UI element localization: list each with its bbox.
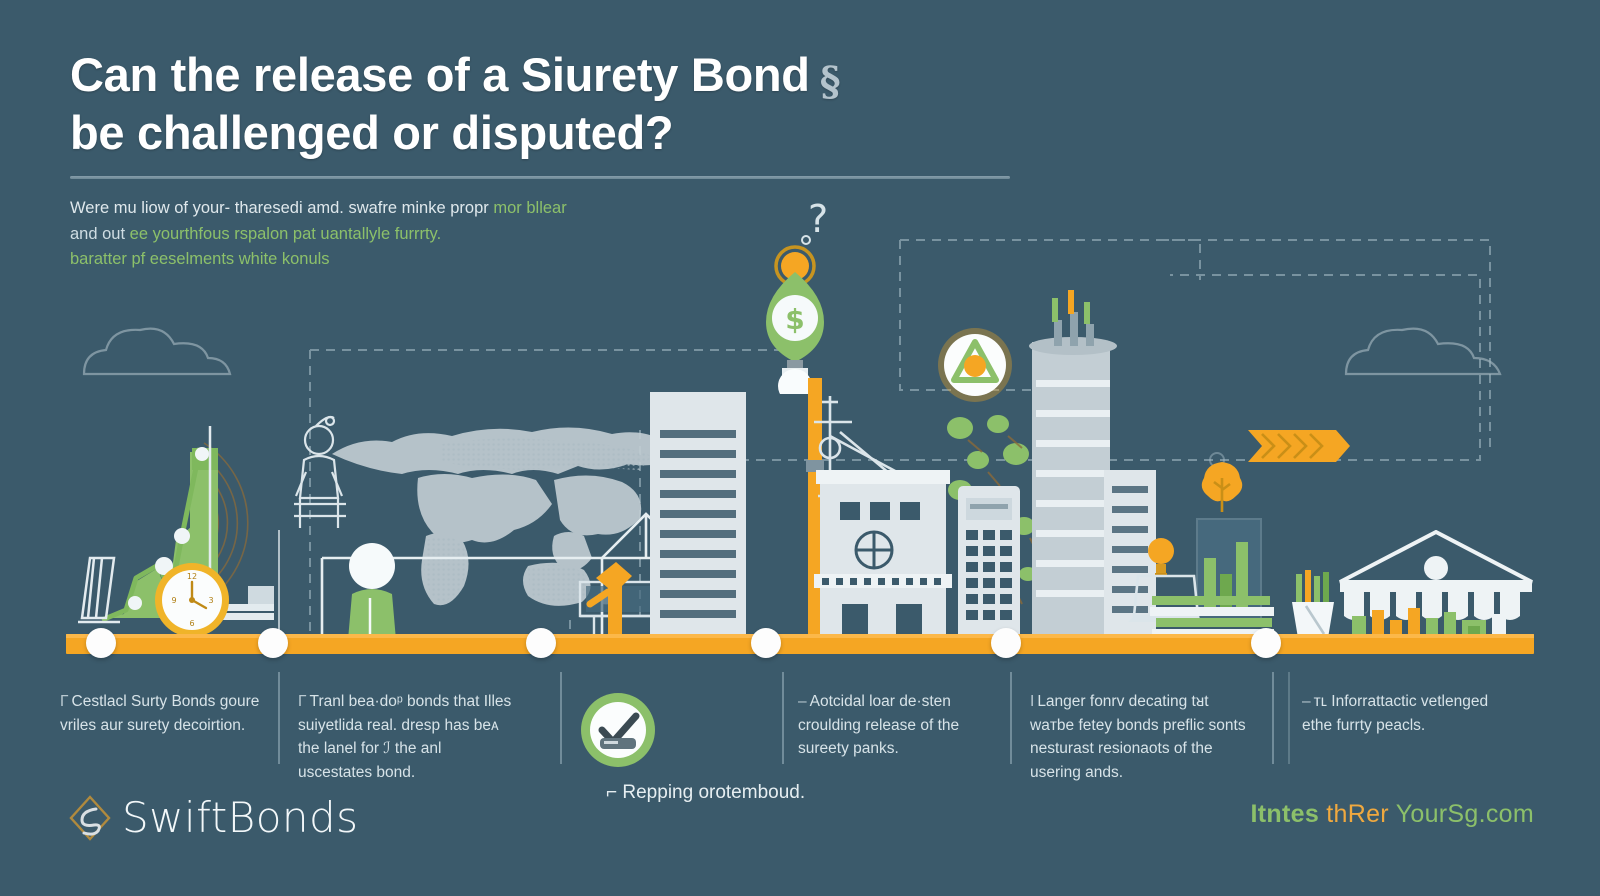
- green-person-icon: [348, 543, 396, 640]
- title-line-1: Can the release of a Siurety Bond: [70, 48, 810, 101]
- question-mark-icon: ?: [801, 197, 828, 245]
- post-band: [806, 460, 824, 472]
- cloud-icon-left: [82, 327, 232, 376]
- center-caption-bullet: ⌐: [606, 782, 618, 803]
- svg-text:?: ?: [808, 197, 828, 241]
- dashed-connector-network: [309, 239, 1491, 650]
- svg-text:6: 6: [189, 619, 194, 628]
- section-symbol-icon: §: [819, 58, 841, 105]
- svg-text:9: 9: [171, 596, 176, 605]
- subtitle-line-2: and out ee yourthfous rspalon pat uantal…: [70, 224, 442, 243]
- timeline-bar-highlight: [66, 634, 1534, 638]
- classical-building-detail: [814, 470, 952, 640]
- caption-2-text: Tranl bea·doᵖ bonds that Illes suiyetlid…: [298, 693, 512, 781]
- svg-text:12: 12: [187, 572, 197, 581]
- svg-text:3: 3: [208, 596, 213, 605]
- caption-3: –Aotcidal loar de·sten croulding release…: [798, 690, 1013, 761]
- caption-1-text: Cestlacl Surty Bonds goure vriles aur su…: [60, 693, 260, 734]
- caption-3-bullet: –: [798, 693, 807, 710]
- caption-separator-2: [560, 672, 562, 764]
- person-outline-icon: [294, 415, 346, 528]
- url-part-a: Itntes: [1250, 800, 1320, 828]
- caption-4-bullet: Ι: [1030, 693, 1035, 710]
- dollar-balloon-icon: $: [766, 245, 824, 394]
- caption-4-text: Langer fonrᴠ decating tᴚt waᴛbe fetey bo…: [1030, 693, 1246, 781]
- chevron-arrow-icon: [1248, 430, 1350, 462]
- pencil-cup-icon: [1292, 570, 1334, 638]
- swift-diamond-icon: [69, 794, 111, 841]
- caption-separator-3: [782, 672, 784, 764]
- header-divider: [70, 176, 1010, 179]
- brand-logo[interactable]: SwiftBonds: [68, 793, 359, 842]
- site-url[interactable]: Itntes thRer YourSg.com: [1251, 800, 1534, 829]
- timeline-node-5[interactable]: [991, 628, 1021, 658]
- caption-1-bullet: Γ: [60, 693, 69, 710]
- caption-5-bullet: –: [1302, 693, 1311, 710]
- caption-separator-5: [1272, 672, 1274, 764]
- svg-text:$: $: [785, 303, 804, 336]
- ladder-vertical-left: [278, 530, 280, 638]
- caption-3-text: Aotcidal loar de·sten croulding release …: [798, 693, 960, 758]
- url-part-c: YourSg.com: [1395, 800, 1534, 828]
- timeline-node-6[interactable]: [1251, 628, 1281, 658]
- timeline-node-4[interactable]: [751, 628, 781, 658]
- caption-5: –ᴛʟ Inforrattactic vetlenged ethe furrty…: [1302, 690, 1510, 737]
- timeline-bar: [66, 634, 1534, 654]
- center-caption-text: Repping orotemboud.: [622, 782, 806, 803]
- cloud-icon-right: [1344, 327, 1502, 376]
- caption-separator-6: [1288, 672, 1290, 764]
- skyscraper-main-detail: [1029, 290, 1117, 597]
- caption-separator-4: [1010, 672, 1012, 764]
- caption-5-text: ᴛʟ Inforrattactic vetlenged ethe furrty …: [1302, 693, 1489, 734]
- subtitle-block: Were mu liow of your- tharesedi amd. swa…: [70, 196, 730, 273]
- caption-separator-1: [278, 672, 280, 764]
- subtitle-line-3: baratter pf eeselments white konuls: [70, 250, 330, 269]
- timeline-node-2[interactable]: [258, 628, 288, 658]
- clock-icon: 12 3 6 9: [155, 563, 229, 637]
- check-badge-icon: [581, 693, 655, 767]
- url-part-b: thRer: [1319, 800, 1396, 828]
- caption-2-bullet: Γ: [298, 693, 307, 710]
- recycle-badge-icon: [938, 328, 1012, 402]
- building-tall-left-windows: [660, 430, 736, 618]
- timeline-node-1[interactable]: [86, 628, 116, 658]
- timeline-node-3[interactable]: [526, 628, 556, 658]
- title-line-2: be challenged or disputed?: [70, 105, 674, 159]
- calculator-tower-detail: [966, 498, 1012, 620]
- subtitle-line-1: Were mu liow of your- tharesedi amd. swa…: [70, 199, 567, 217]
- center-caption: ⌐ Repping orotemboud.: [606, 782, 906, 804]
- tree-icon: [1201, 462, 1243, 512]
- classical-building: [820, 470, 946, 640]
- book-stack-icon: [1150, 596, 1274, 638]
- orange-person-icon: [586, 562, 632, 644]
- brand-logo-text: SwiftBonds: [122, 793, 359, 842]
- building-small-right-windows: [1112, 486, 1148, 613]
- page-title: Can the release of a Siurety Bond§ be ch…: [70, 48, 1030, 161]
